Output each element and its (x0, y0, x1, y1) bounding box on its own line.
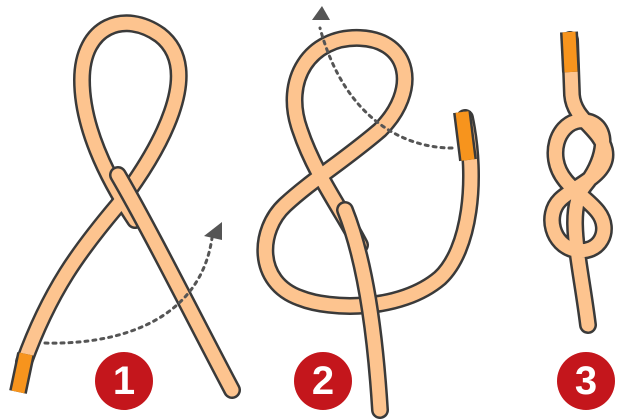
step-2-arrowhead (312, 6, 330, 20)
step-2-illustration (256, 6, 480, 419)
step-3-number: 3 (574, 359, 598, 403)
step-3-badge: 3 (557, 352, 615, 410)
step-1-guide-arrow (43, 236, 214, 345)
step-3-illustration (543, 31, 615, 334)
step-2-number: 2 (311, 359, 335, 403)
step-2-guide-arrow (318, 26, 454, 150)
step-1-arrowhead (204, 222, 222, 240)
step-1-illustration (9, 14, 241, 399)
step-1-number: 1 (112, 359, 136, 403)
step-2-badge: 2 (294, 352, 352, 410)
step-1-badge: 1 (95, 352, 153, 410)
